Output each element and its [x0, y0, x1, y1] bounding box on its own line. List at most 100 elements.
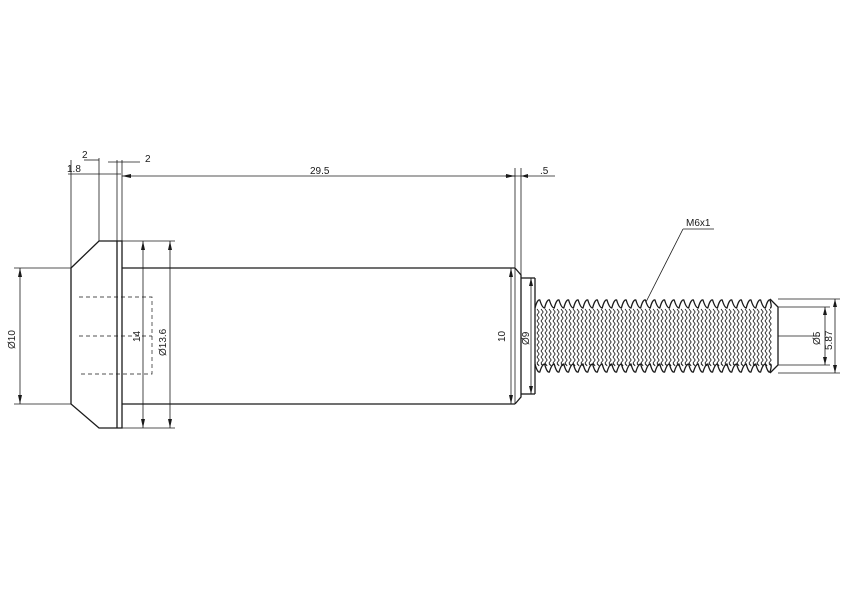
thread-hatch-line: [568, 308, 572, 367]
thread-hatch-line: [600, 308, 604, 367]
thread-hatch-line: [664, 308, 668, 367]
thread-hatch-line: [704, 308, 708, 367]
dim-text-groove-width: .5: [540, 166, 549, 177]
arrow-groove-dia-bottom: [529, 386, 533, 394]
thread-hatch-line: [752, 308, 756, 367]
thread-hatch-line: [592, 308, 596, 367]
thread-hatch-line: [748, 308, 752, 367]
thread-hatch-line: [700, 308, 704, 367]
thread-hatch-line: [744, 308, 748, 367]
thread-hatch-line: [656, 308, 660, 367]
thread-hatch-line: [596, 308, 600, 367]
thread-hatch-line: [628, 308, 632, 367]
dimension-lines: [14, 158, 840, 429]
thread-hatch-line: [560, 308, 564, 367]
thread-hatch-line: [636, 308, 640, 367]
thread-hatch-line: [716, 308, 720, 367]
thread-hatch-line: [692, 308, 696, 367]
thread-hatch-line: [576, 308, 580, 367]
dim-text-thread-major: 5.87: [824, 330, 835, 350]
thread-hatching: [534, 299, 820, 373]
leader-line: [645, 228, 684, 303]
dim-text-shank-length: 29.5: [310, 166, 330, 177]
arrow-groove: [521, 174, 528, 178]
thread-hatch-line: [640, 308, 644, 367]
thread-hatch-line: [764, 308, 768, 367]
thread-hatch-line: [608, 308, 612, 367]
arrow-shank-dia-bottom: [509, 395, 513, 404]
arrow-major-bottom: [833, 365, 837, 373]
arrow-minor-bottom: [823, 357, 827, 365]
thread-hatch-line: [632, 308, 636, 367]
thread-hatch-line: [660, 308, 664, 367]
thread-hatch-line: [728, 308, 732, 367]
thread-hatch-line: [732, 308, 736, 367]
thread-hatch-line: [760, 308, 764, 367]
thread-crest-bottom: [534, 363, 772, 373]
thread-hatch-line: [624, 308, 628, 367]
thread-hatch-line: [552, 308, 556, 367]
thread-hatch-line: [712, 308, 716, 367]
arrow-shank-dia-top: [509, 268, 513, 277]
thread-hatch-line: [544, 308, 548, 367]
thread-crest-top: [534, 299, 772, 309]
bolt-outline: [70, 240, 536, 429]
thread-hatch-line: [580, 308, 584, 367]
dim-text-shank-diameter: 10: [497, 330, 508, 342]
thread-hatch-line: [556, 308, 560, 367]
thread-hatch-line: [688, 308, 692, 367]
thread-hatch-line: [736, 308, 740, 367]
thread-hatch-line: [756, 308, 760, 367]
thread-hatch-line: [696, 308, 700, 367]
thread-callout-label: M6x1: [686, 218, 711, 229]
dim-text-head-chamfer: 1.8: [67, 164, 81, 175]
thread-hatch-line: [648, 308, 652, 367]
thread-end-chamfer: [769, 298, 779, 374]
arrow-shank-left: [122, 174, 131, 178]
dim-text-socket-depth: 14: [132, 330, 143, 342]
arrow-dia10-top: [18, 268, 22, 277]
thread-hatch-line: [548, 308, 552, 367]
dim-text-head-width: 2: [82, 150, 88, 161]
arrow-collar-top: [168, 241, 172, 250]
thread-hatch-line: [604, 308, 608, 367]
arrow-groove-dia-top: [529, 278, 533, 286]
dim-text-collar-width: 2: [145, 154, 151, 165]
arrow-socket-bottom: [141, 419, 145, 428]
thread-hatch-line: [720, 308, 724, 367]
thread-hatch-line: [676, 308, 680, 367]
socket-hidden-outline: [79, 296, 153, 375]
head-profile: [70, 240, 123, 429]
thread-hatch-line: [540, 308, 544, 367]
arrow-major-top: [833, 299, 837, 307]
thread-hatch-line: [644, 308, 648, 367]
dim-text-groove-diameter: Ø9: [521, 331, 532, 345]
thread-hatch-line: [768, 308, 772, 367]
dimension-labels: 1.8 2 2 29.5 .5 Ø10 14 Ø13.6 10 Ø9 Ø5 5.…: [7, 150, 835, 356]
thread-hatch-line: [668, 308, 672, 367]
thread-hatch-line: [740, 308, 744, 367]
thread-hatch-line: [536, 308, 540, 367]
thread-hatch-line: [672, 308, 676, 367]
arrow-minor-top: [823, 307, 827, 315]
dim-text-head-diameter: Ø10: [7, 330, 18, 349]
thread-hatch-line: [724, 308, 728, 367]
thread-hatch-line: [616, 308, 620, 367]
thread-hatch-line: [620, 308, 624, 367]
thread-hatch-line: [612, 308, 616, 367]
thread-hatch-line: [564, 308, 568, 367]
dim-text-collar-diameter: Ø13.6: [158, 328, 169, 356]
thread-hatch-line: [572, 308, 576, 367]
thread-hatch-line: [584, 308, 588, 367]
arrow-collar-bottom: [168, 419, 172, 428]
thread-hatch-line: [680, 308, 684, 367]
shank-end-chamfer: [514, 267, 522, 405]
thread-hatch-line: [708, 308, 712, 367]
thread-hatch-line: [588, 308, 592, 367]
arrow-socket-top: [141, 241, 145, 250]
thread-hatch-line: [684, 308, 688, 367]
thread-hatch-line: [652, 308, 656, 367]
arrow-dia10-bottom: [18, 395, 22, 404]
